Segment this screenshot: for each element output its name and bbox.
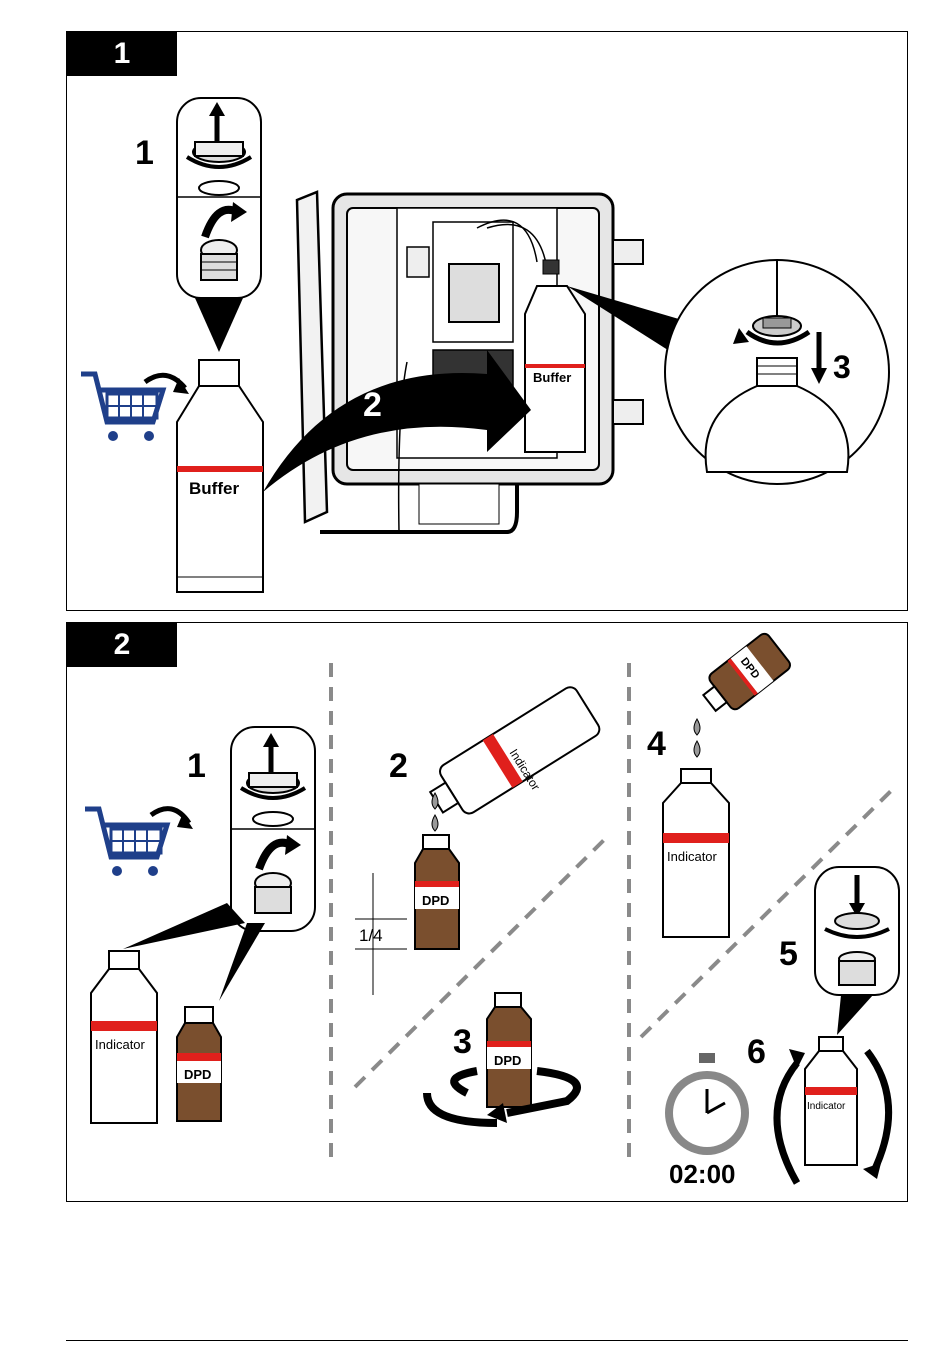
panel-1-illustration: 1 — [67, 32, 909, 612]
panel2-step1-number: 1 — [187, 747, 206, 785]
final-indicator-bottle: Indicator — [805, 1037, 857, 1165]
measure-dpd-bottle: DPD — [415, 835, 459, 949]
indicator-receiving-bottle: Indicator — [663, 769, 729, 937]
divider-diagonal-1 — [355, 837, 607, 1087]
final-bottle-label: Indicator — [807, 1101, 846, 1112]
callout-final — [837, 995, 873, 1035]
cap-removal-inset — [177, 98, 261, 352]
panel2-step3-number: 3 — [453, 1023, 472, 1061]
shopping-cart-icon — [81, 374, 189, 441]
indicator-bottle-label: Indicator — [95, 1037, 146, 1052]
drop-2 — [432, 815, 438, 831]
swirl-dpd-bottle: DPD — [487, 993, 531, 1107]
quarter-fill-marker: 1/4 — [355, 873, 407, 995]
measure-label: 1/4 — [359, 926, 383, 945]
panel1-step1-number: 1 — [135, 134, 154, 172]
measure-bottle-label: DPD — [422, 893, 449, 908]
buffer-bottle-label: Buffer — [189, 479, 239, 498]
timer-icon: 02:00 — [665, 1053, 749, 1189]
panel1-step3-number: 3 — [833, 349, 851, 385]
shopping-cart-icon-2 — [85, 809, 193, 876]
indicator-receiving-label: Indicator — [667, 849, 718, 864]
analyzer-cabinet — [297, 192, 643, 532]
panel1-step2-number: 2 — [363, 386, 382, 424]
panel-1: 1 1 — [66, 31, 908, 611]
timer-label: 02:00 — [669, 1159, 736, 1189]
cap-install-zoom: 3 — [665, 260, 889, 484]
footer-rule — [66, 1340, 908, 1341]
installed-bottle-label: Buffer — [533, 370, 571, 385]
indicator-pour-bottle: Indicator — [422, 684, 610, 838]
swirl-bottle-label: DPD — [494, 1053, 521, 1068]
drop-3 — [694, 719, 700, 735]
panel2-step4-number: 4 — [647, 725, 666, 763]
cap-removal-inset-2 — [231, 727, 315, 931]
callout-dpd — [219, 923, 265, 1001]
drop-4 — [694, 741, 700, 757]
cap-install-inset — [815, 867, 899, 995]
panel2-step2-number: 2 — [389, 747, 408, 785]
panel-2-illustration: 1 — [67, 623, 909, 1203]
callout-indicator — [123, 903, 245, 949]
panel-2: 2 1 — [66, 622, 908, 1202]
buffer-bottle: Buffer — [177, 360, 263, 592]
indicator-bottle: Indicator — [91, 951, 157, 1123]
panel2-step5-number: 5 — [779, 935, 798, 973]
dpd-bottle: DPD — [177, 1007, 221, 1121]
dpd-bottle-label: DPD — [184, 1067, 211, 1082]
dpd-pour-bottle: DPD — [696, 631, 792, 720]
panel2-step6-number: 6 — [747, 1033, 766, 1071]
